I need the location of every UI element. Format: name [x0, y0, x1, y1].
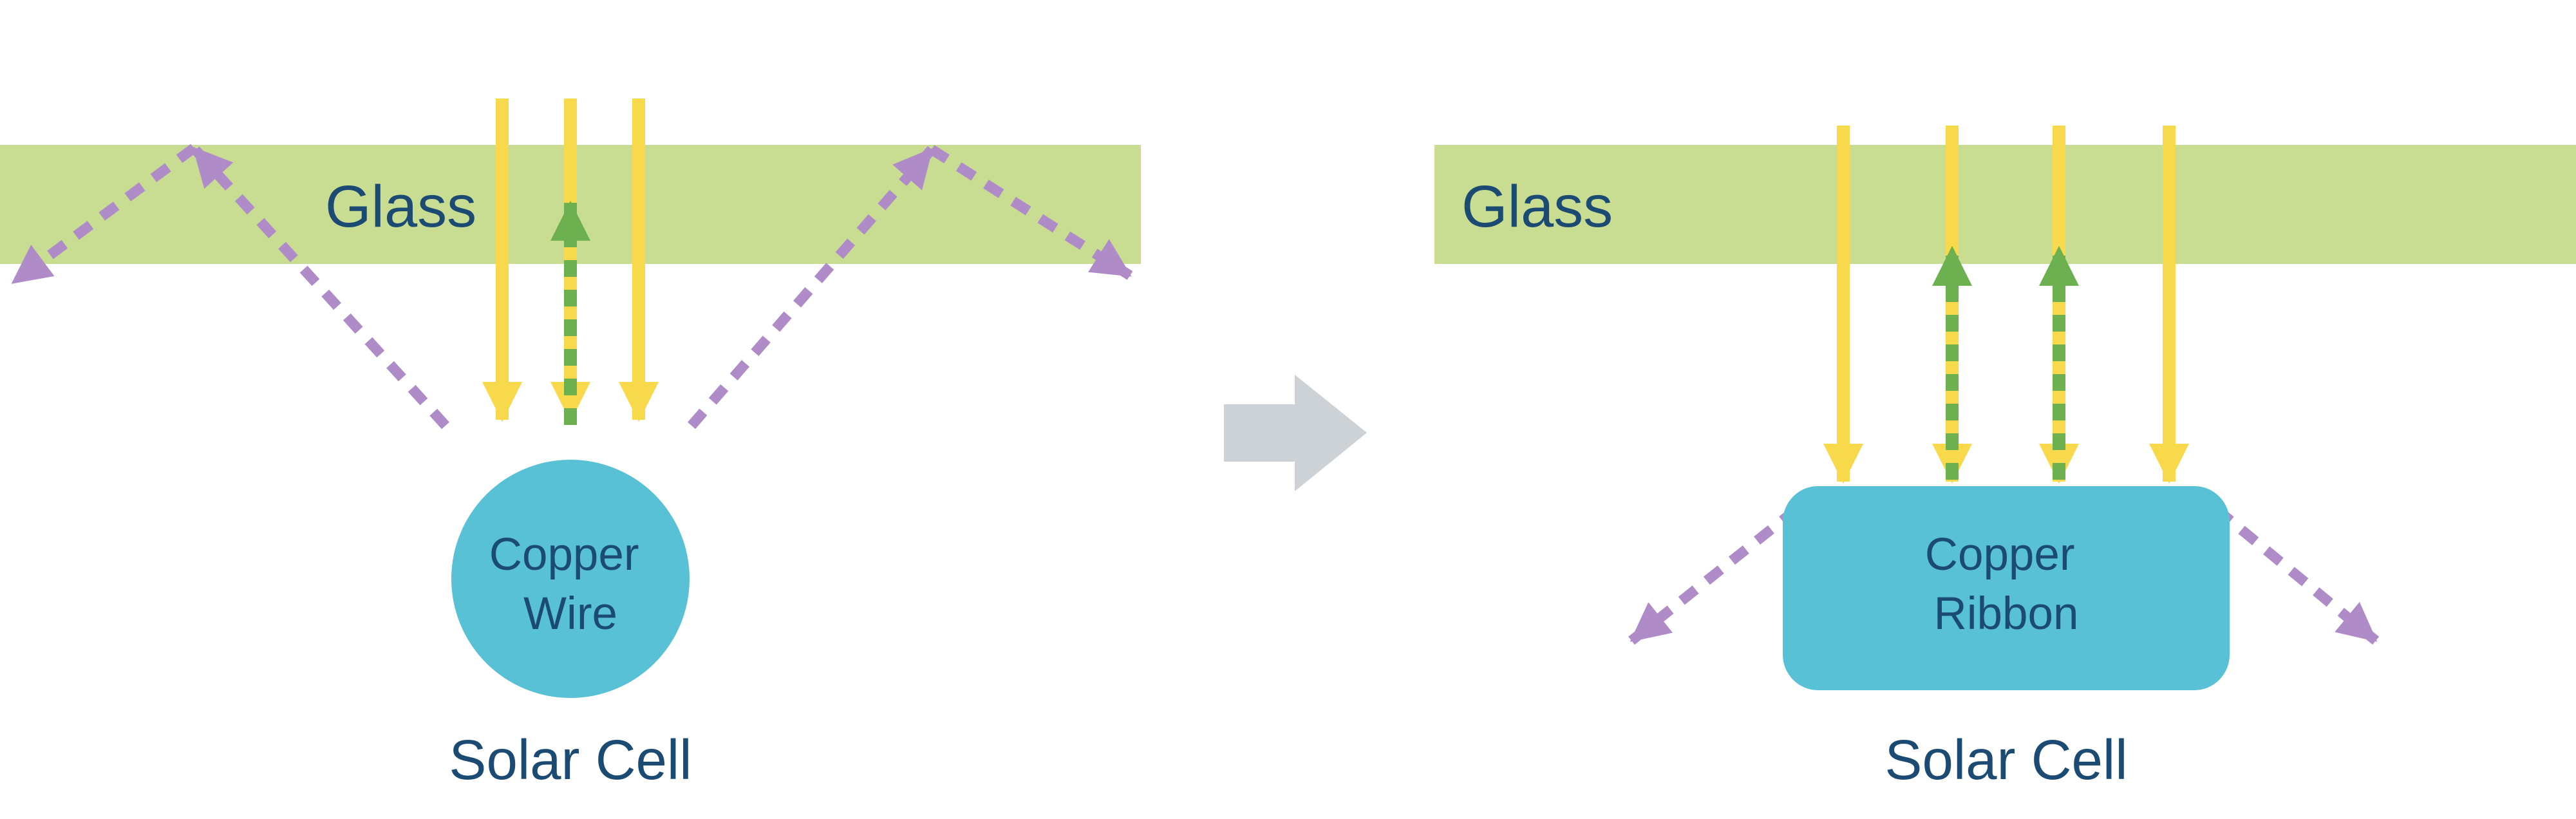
- scattered-light-exit-right: [928, 145, 1133, 280]
- glass-band: [1434, 145, 2576, 264]
- panel-after: Copper Ribbon Glass Solar Cell: [1434, 126, 2576, 791]
- copper-ribbon-label-line1: Copper: [1925, 529, 2075, 580]
- copper-ribbon-label: Copper Ribbon: [1925, 529, 2088, 639]
- copper-wire-label-line2: Wire: [523, 588, 617, 639]
- scattered-light-exit-left: [10, 144, 197, 287]
- glass-label: Glass: [325, 174, 476, 240]
- copper-wire-shape: [451, 460, 690, 698]
- copper-wire-label: Copper Wire: [489, 529, 652, 639]
- scattered-light-exit-right: [2213, 505, 2380, 645]
- copper-wire-label-line1: Copper: [489, 529, 639, 580]
- panel-before: Copper Wire Glass Solar Cell: [0, 99, 1141, 791]
- copper-ribbon-shape: [1783, 486, 2230, 690]
- scattered-light-up-right: [687, 146, 936, 429]
- glass-label: Glass: [1462, 174, 1613, 240]
- solar-cell-label: Solar Cell: [1885, 729, 2127, 791]
- copper-ribbon-label-line2: Ribbon: [1934, 588, 2079, 639]
- transition-arrow: [1224, 375, 1367, 491]
- solar-cell-label: Solar Cell: [449, 729, 691, 791]
- scattered-light-exit-left: [1628, 505, 1800, 645]
